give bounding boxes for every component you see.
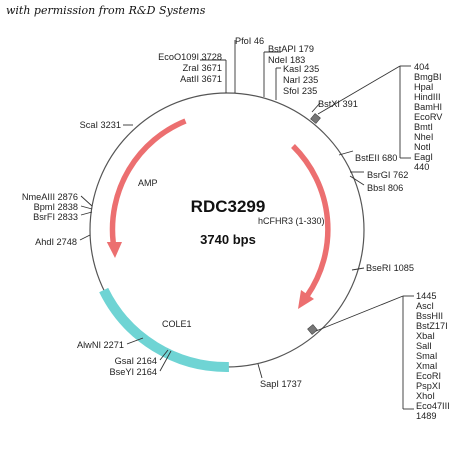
site-ndei: NdeI 183: [268, 55, 305, 65]
site-sfoi: SfoI 235: [283, 86, 317, 96]
site-ahdi: AhdI 2748: [35, 237, 77, 247]
credit-text: with permission from R&D Systems: [6, 4, 206, 17]
site-sapi: SapI 1737: [260, 379, 302, 389]
mcs1-1: BmgBI: [414, 72, 442, 82]
mcs1-list: 404 BmgBI HpaI HindIII BamHI EcoRV BmtI …: [414, 62, 443, 172]
mcs2-7: XmaI: [416, 361, 437, 371]
mcs2-11: Eco47III: [416, 401, 450, 411]
mcs2-marker: [307, 324, 318, 335]
mcs2-6: SmaI: [416, 351, 437, 361]
mcs1-5: EcoRV: [414, 112, 443, 122]
site-bstapi: BstAPI 179: [268, 44, 314, 54]
mcs2-1: AscI: [416, 301, 434, 311]
site-bpmi: BpmI 2838: [34, 202, 78, 212]
mcs-leaders: [315, 65, 414, 410]
mcs1-9: EagI: [414, 152, 433, 162]
mcs1-marker: [310, 113, 321, 124]
mcs2-0: 1445: [416, 291, 436, 301]
mcs2-8: EcoRI: [416, 371, 441, 381]
insert-arrow: [291, 144, 331, 298]
mcs2-2: BssHII: [416, 311, 443, 321]
site-bsrgi: BsrGI 762: [367, 170, 408, 180]
site-scai: ScaI 3231: [80, 120, 121, 130]
insert-arrow-head: [298, 290, 314, 309]
mcs2-3: BstZ17I: [416, 321, 448, 331]
mcs1-2: HpaI: [414, 82, 433, 92]
site-eco0109i: EcoO109I 3728: [158, 52, 222, 62]
cole1-label: COLE1: [162, 319, 192, 329]
mcs2-10: XhoI: [416, 391, 435, 401]
site-nmeaiii: NmeAIII 2876: [22, 192, 78, 202]
mcs2-12: 1489: [416, 411, 436, 421]
site-nari: NarI 235: [283, 75, 318, 85]
site-gsai: GsaI 2164: [115, 356, 157, 366]
mcs2-4: XbaI: [416, 331, 435, 341]
plasmid-size: 3740 bps: [200, 232, 256, 247]
mcs1-7: NheI: [414, 132, 433, 142]
site-kasi: KasI 235: [283, 64, 319, 74]
mcs1-6: BmtI: [414, 122, 433, 132]
site-ticks: [79, 102, 365, 379]
insert-label: hCFHR3 (1-330): [258, 216, 325, 226]
mcs1-4: BamHI: [414, 102, 442, 112]
mcs1-8: NotI: [414, 142, 431, 152]
site-bstxi: BstXI 391: [318, 99, 358, 109]
top-site-ticks: [200, 40, 281, 100]
site-alwni: AlwNI 2271: [77, 340, 124, 350]
site-bsteii: BstEII 680: [355, 153, 397, 163]
amp-arrow-head: [106, 242, 122, 258]
cole1-origin-band: [99, 287, 229, 373]
site-bbsi: BbsI 806: [367, 183, 403, 193]
site-bseri: BseRI 1085: [366, 263, 414, 273]
site-pfoi: PfoI 46: [235, 36, 264, 46]
site-bseyi: BseYI 2164: [109, 367, 157, 377]
mcs1-3: HindIII: [414, 92, 441, 102]
mcs2-5: SalI: [416, 341, 432, 351]
amp-arrow: [109, 118, 187, 243]
mcs1-10: 440: [414, 162, 429, 172]
amp-label: AMP: [138, 178, 158, 188]
mcs2-list: 1445 AscI BssHII BstZ17I XbaI SalI SmaI …: [416, 291, 450, 421]
plasmid-name: RDC3299: [191, 197, 266, 216]
site-zrai: ZraI 3671: [183, 63, 222, 73]
site-aatii: AatII 3671: [180, 74, 222, 84]
site-bsrfi: BsrFI 2833: [33, 212, 78, 222]
mcs2-9: PspXI: [416, 381, 441, 391]
mcs1-0: 404: [414, 62, 429, 72]
